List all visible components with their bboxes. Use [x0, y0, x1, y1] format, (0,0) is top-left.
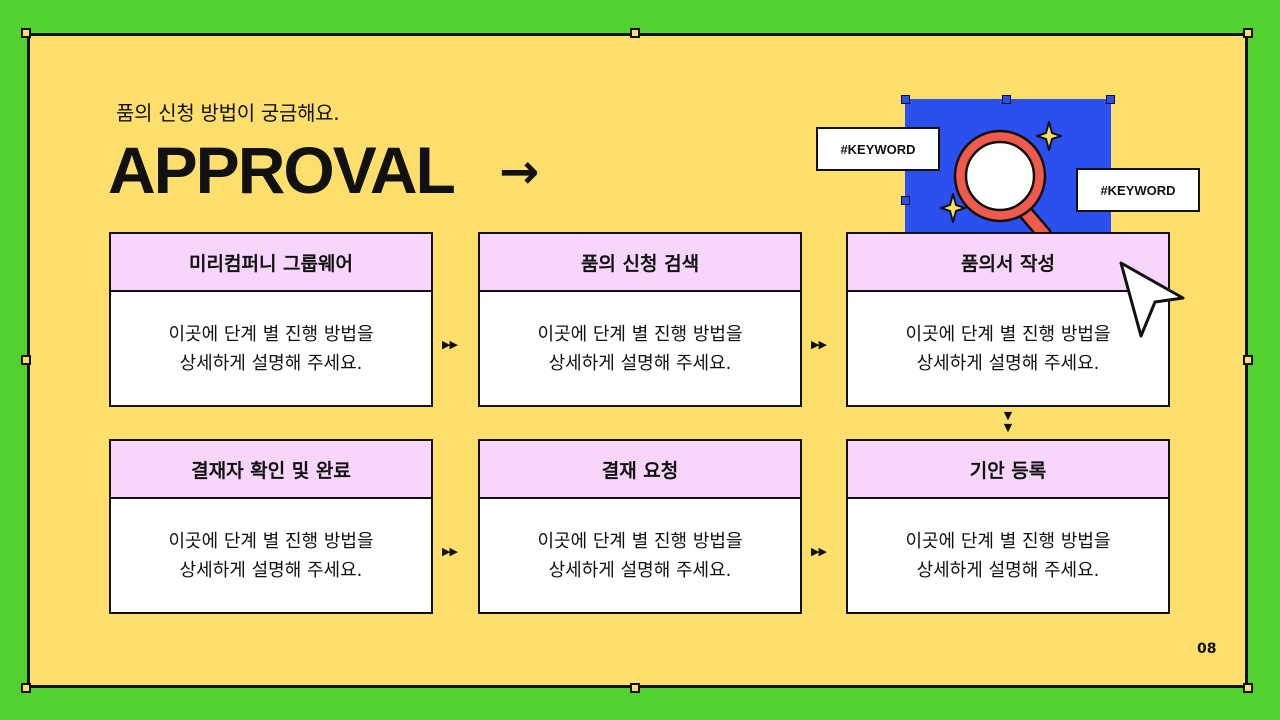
step-description: 이곳에 단계 별 진행 방법을 상세하게 설명해 주세요.: [905, 323, 1111, 374]
page-title: APPROVAL: [108, 133, 456, 207]
frame-handle-bm[interactable]: [630, 683, 640, 693]
panel-handle-tr[interactable]: [1106, 95, 1115, 104]
sparkle-icon: [1036, 121, 1062, 151]
cursor-icon: [1119, 261, 1185, 338]
step-card-2: 품의 신청 검색 이곳에 단계 별 진행 방법을 상세하게 설명해 주세요.: [478, 232, 802, 407]
panel-handle-ml[interactable]: [901, 196, 910, 205]
panel-handle-tl[interactable]: [901, 95, 910, 104]
step-title: 품의 신청 검색: [480, 234, 800, 292]
step-title: 품의서 작성: [848, 234, 1168, 292]
step-description: 이곳에 단계 별 진행 방법을 상세하게 설명해 주세요.: [168, 530, 374, 581]
step-title: 결재자 확인 및 완료: [111, 441, 431, 499]
magnifier-icon: [953, 129, 1052, 238]
step-card-5: 결재 요청 이곳에 단계 별 진행 방법을 상세하게 설명해 주세요.: [478, 439, 802, 614]
title-arrow-icon: →: [499, 144, 540, 200]
step-card-1: 미리컴퍼니 그룹웨어 이곳에 단계 별 진행 방법을 상세하게 설명해 주세요.: [109, 232, 433, 407]
keyword-tag: #KEYWORD: [1076, 168, 1200, 212]
step-description: 이곳에 단계 별 진행 방법을 상세하게 설명해 주세요.: [537, 530, 743, 581]
step-card-3: 품의서 작성 이곳에 단계 별 진행 방법을 상세하게 설명해 주세요.: [846, 232, 1170, 407]
step-card-6: 결재자 확인 및 완료 이곳에 단계 별 진행 방법을 상세하게 설명해 주세요…: [109, 439, 433, 614]
flow-arrow-icon: ▶▶: [442, 338, 458, 351]
page-number: 08: [1197, 641, 1217, 657]
keyword-tag: #KEYWORD: [816, 127, 940, 171]
step-title: 결재 요청: [480, 441, 800, 499]
step-card-4: 기안 등록 이곳에 단계 별 진행 방법을 상세하게 설명해 주세요.: [846, 439, 1170, 614]
flow-arrow-icon: ▶▶: [811, 545, 827, 558]
step-title: 기안 등록: [848, 441, 1168, 499]
step-description: 이곳에 단계 별 진행 방법을 상세하게 설명해 주세요.: [168, 323, 374, 374]
frame-handle-ml[interactable]: [21, 355, 31, 365]
frame-handle-tr[interactable]: [1243, 28, 1253, 38]
flow-arrow-icon: ▶▶: [442, 545, 458, 558]
frame-handle-tl[interactable]: [21, 28, 31, 38]
step-title: 미리컴퍼니 그룹웨어: [111, 234, 431, 292]
frame-handle-mr[interactable]: [1243, 355, 1253, 365]
frame-handle-br[interactable]: [1243, 683, 1253, 693]
panel-handle-tm[interactable]: [1002, 95, 1011, 104]
page-subtitle: 품의 신청 방법이 궁금해요.: [116, 101, 340, 125]
step-description: 이곳에 단계 별 진행 방법을 상세하게 설명해 주세요.: [537, 323, 743, 374]
flow-arrow-icon: ▶▶: [811, 338, 827, 351]
frame-handle-bl[interactable]: [21, 683, 31, 693]
sparkle-icon: [940, 193, 966, 223]
flow-arrow-down-icon: ▼ ▼: [1003, 409, 1013, 434]
step-description: 이곳에 단계 별 진행 방법을 상세하게 설명해 주세요.: [905, 530, 1111, 581]
frame-handle-tm[interactable]: [630, 28, 640, 38]
